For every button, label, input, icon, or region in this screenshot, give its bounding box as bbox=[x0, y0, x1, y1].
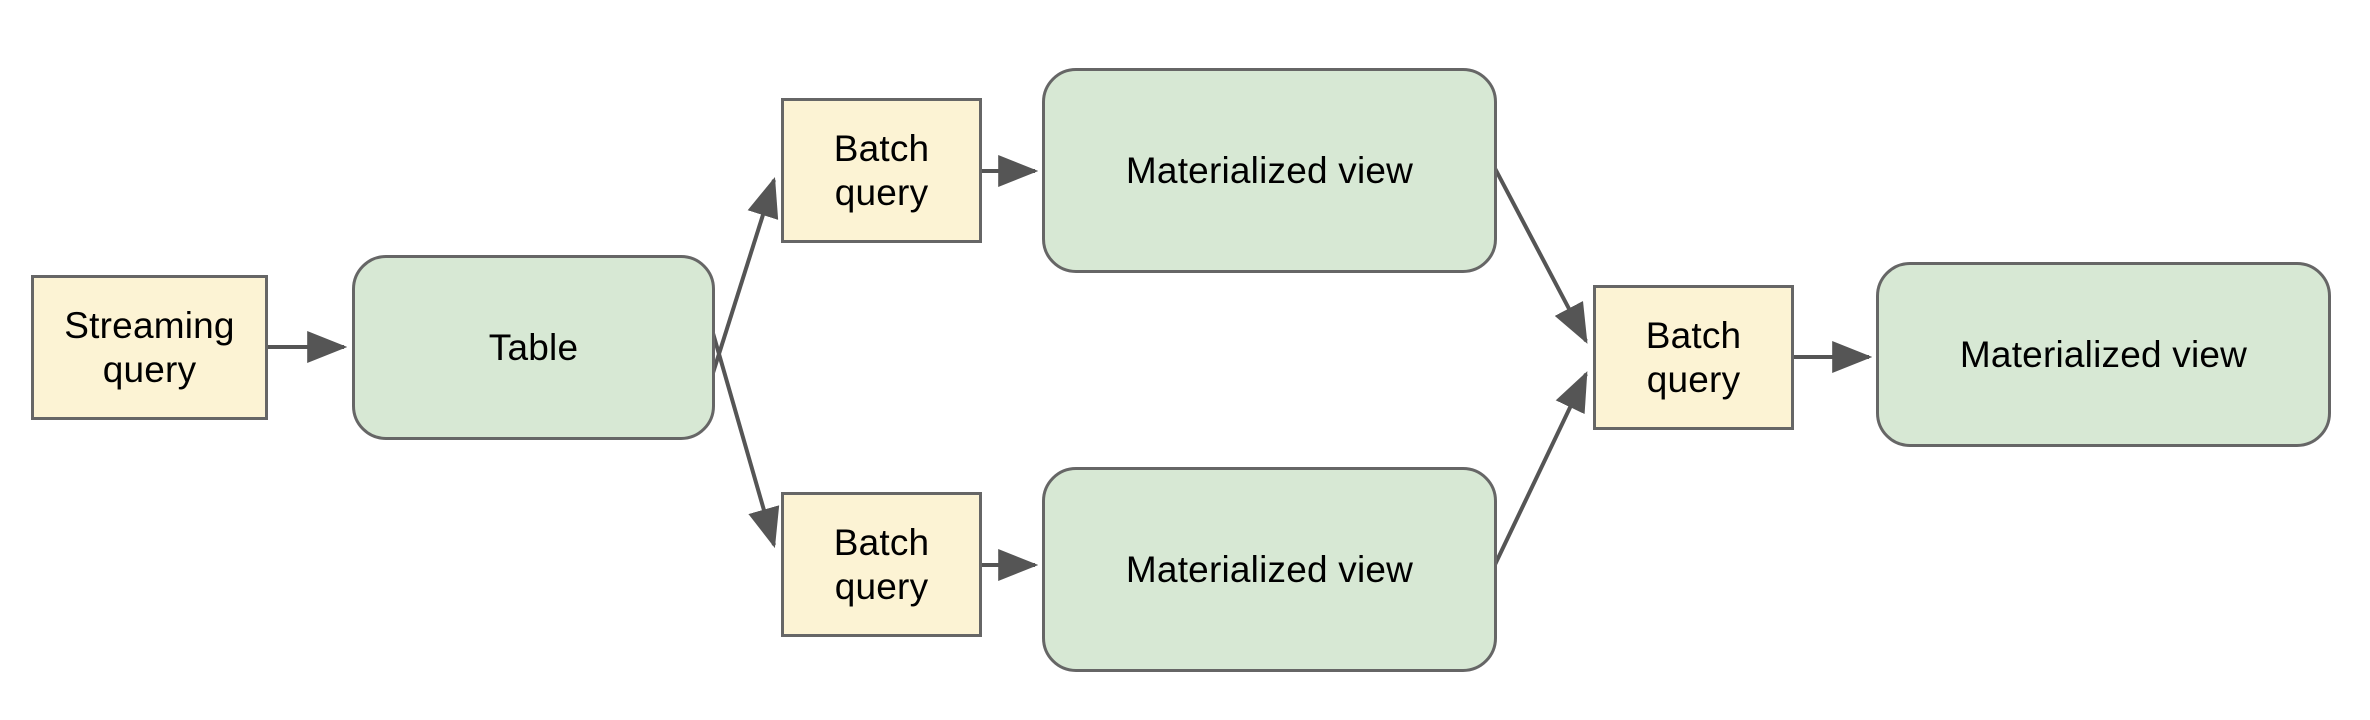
node-streaming-query[interactable]: Streaming query bbox=[31, 275, 268, 420]
node-batch-query-bottom-label: Batch query bbox=[833, 521, 930, 607]
node-streaming-query-label: Streaming query bbox=[64, 304, 235, 390]
node-batch-query-right-label: Batch query bbox=[1645, 314, 1742, 400]
node-materialized-view-right[interactable]: Materialized view bbox=[1876, 262, 2331, 447]
node-materialized-view-top-label: Materialized view bbox=[1125, 149, 1414, 191]
node-batch-query-top-label: Batch query bbox=[833, 127, 930, 213]
node-materialized-view-right-label: Materialized view bbox=[1959, 333, 2248, 375]
node-batch-query-bottom[interactable]: Batch query bbox=[781, 492, 982, 637]
node-table[interactable]: Table bbox=[352, 255, 715, 440]
node-batch-query-right[interactable]: Batch query bbox=[1593, 285, 1794, 430]
node-materialized-view-bottom-label: Materialized view bbox=[1125, 548, 1414, 590]
node-table-label: Table bbox=[488, 326, 579, 368]
node-materialized-view-top[interactable]: Materialized view bbox=[1042, 68, 1497, 273]
node-materialized-view-bottom[interactable]: Materialized view bbox=[1042, 467, 1497, 672]
node-batch-query-top[interactable]: Batch query bbox=[781, 98, 982, 243]
